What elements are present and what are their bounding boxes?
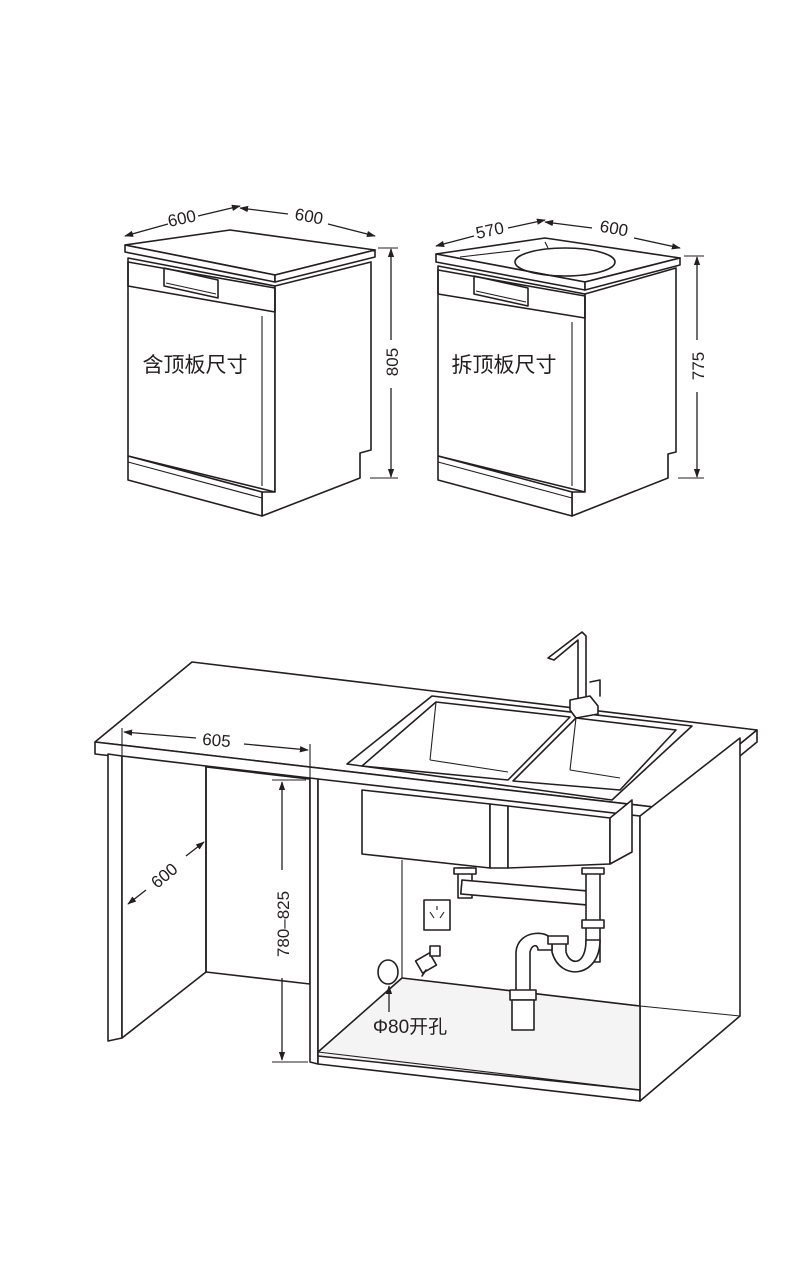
door-handle [163,267,219,299]
front-door [437,265,586,493]
sink-bowl-left [361,701,571,781]
dim-height: 805 [383,348,402,376]
faucet-icon [547,631,601,719]
hole-label: Φ80开孔 [373,1016,447,1038]
dishwasher-without-top-panel: 570 600 775 拆顶板尺寸 [435,217,708,517]
door-handle [473,275,529,307]
dim-depth: 600 [166,206,198,230]
power-outlet-icon [423,899,451,931]
drain-pipes [453,867,605,1031]
side-panel [261,261,372,517]
sink-bowl-right [512,717,677,791]
sink-rim [346,695,693,801]
side-panel [571,267,677,517]
dim-width: 600 [293,205,324,229]
dim-height: 780–825 [274,891,293,957]
label-without-top-panel: 拆顶板尺寸 [452,354,557,377]
opening-back-wall [205,765,311,985]
control-strip [127,261,276,313]
double-sink [346,695,693,801]
right-cabinet-edge [309,777,319,1065]
tub-opening [514,247,616,277]
left-cabinet-side [121,755,207,1039]
top-panel-side-edge [274,249,376,283]
valve-icon [414,945,441,977]
control-strip [437,269,586,319]
dim-depth: 570 [474,218,506,242]
dim-width: 605 [202,730,232,751]
basin-left-underside [361,789,491,869]
dim-width: 600 [598,217,629,241]
left-cabinet-edge [107,753,123,1042]
dim-height: 775 [689,352,708,380]
label-with-top-panel: 含顶板尺寸 [143,354,248,377]
drain-hole [377,959,399,985]
dishwasher-with-top-panel: 600 600 805 含顶板尺寸 [124,205,402,517]
cabinet-installation: Φ80开孔 605 600 780–825 [94,631,758,1102]
